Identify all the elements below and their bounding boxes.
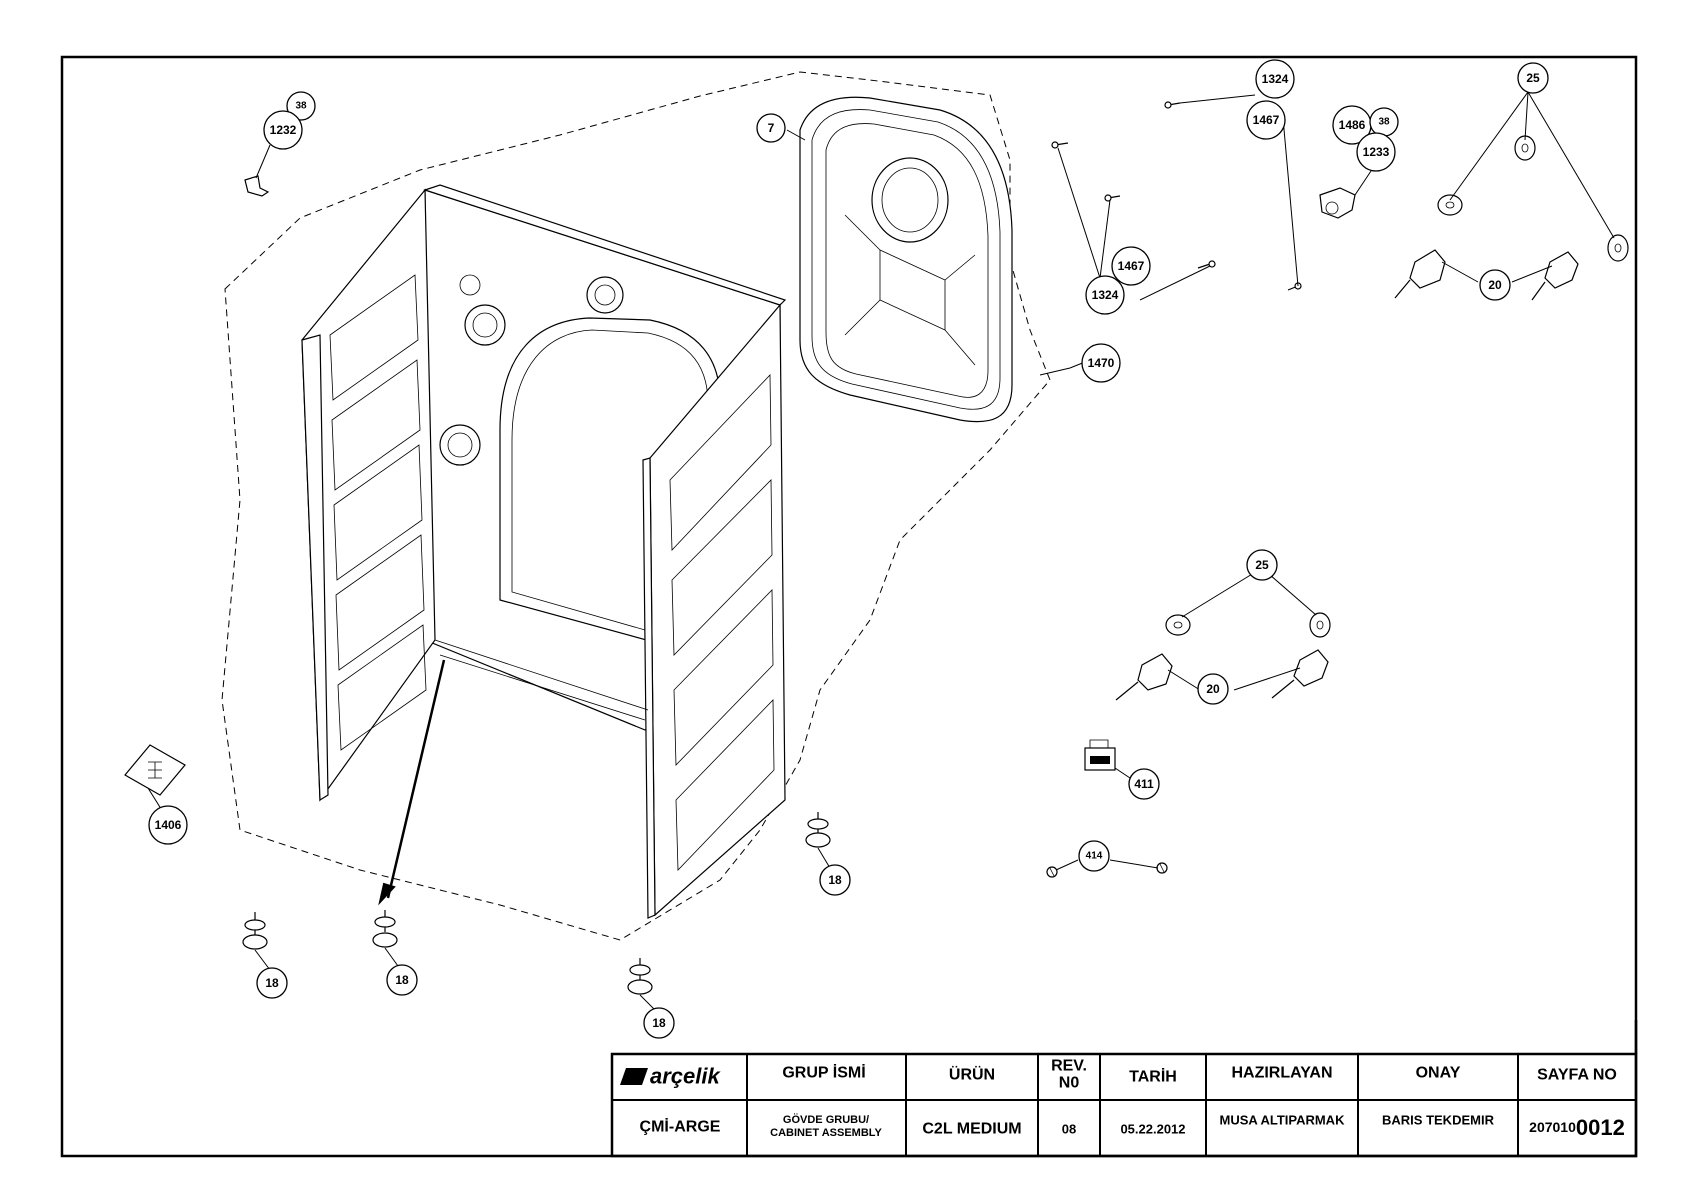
rev-value: 08 [1062,1122,1076,1137]
svg-text:38: 38 [1378,117,1390,128]
callout-411: 411 [1128,768,1160,800]
callout-18: 18 [643,1007,675,1039]
callout-1470: 1470 [1081,343,1121,383]
header-rev: REV. [1051,1058,1087,1075]
department: ÇMİ-ARGE [640,1118,721,1136]
svg-text:1233: 1233 [1363,145,1390,159]
callout-1232: 1232 [263,110,303,150]
svg-text:1324: 1324 [1262,72,1289,86]
callout-25: 25 [1246,549,1278,581]
assembly-arrowhead [378,882,396,906]
svg-text:1470: 1470 [1088,356,1115,370]
connector-411 [1084,739,1116,771]
leveling-feet-20-top [1394,249,1579,301]
callout-1324: 1324 [1255,59,1295,99]
callout-38: 38 [286,91,316,121]
approved-value: BARIS TEKDEMIR [1382,1113,1495,1128]
arcelik-logo: arçelik [620,1064,721,1089]
callout-414: 414 [1078,840,1110,872]
svg-text:18: 18 [828,873,842,887]
label-plate-1406 [124,744,186,796]
assembly-arrow [386,659,446,899]
svg-text:1324: 1324 [1092,288,1119,302]
callout-1324: 1324 [1085,275,1125,315]
svg-text:20: 20 [1206,682,1220,696]
header-page: SAYFA NO [1537,1067,1617,1084]
callout-7: 7 [756,113,786,143]
product-value: C2L MEDIUM [922,1121,1021,1138]
callout-38: 38 [1369,107,1399,137]
svg-text:18: 18 [652,1016,666,1030]
header-product: ÜRÜN [949,1065,995,1084]
clip-1233 [1319,187,1356,219]
callout-1467: 1467 [1246,100,1286,140]
svg-text:20: 20 [1488,278,1502,292]
svg-text:1467: 1467 [1253,113,1280,127]
svg-text:1406: 1406 [155,818,182,832]
header-approved: ONAY [1416,1065,1461,1082]
header-date: TARİH [1129,1068,1177,1086]
rear-cover-panel [799,96,1013,423]
svg-text:25: 25 [1526,71,1540,85]
callout-1233: 1233 [1356,132,1396,172]
group-name-line2: CABINET ASSEMBLY [770,1127,882,1139]
page-number-prefix: 207010 [1529,1119,1576,1135]
svg-text:1232: 1232 [270,123,297,137]
date-value: 05.22.2012 [1120,1122,1185,1137]
svg-text:18: 18 [395,973,409,987]
callout-18: 18 [819,864,851,896]
header-group: GRUP İSMİ [782,1064,865,1082]
leveling-feet-20-middle [1115,649,1329,701]
callout-18: 18 [256,967,288,999]
svg-text:1486: 1486 [1339,118,1366,132]
callout-20: 20 [1197,673,1229,705]
title-block [610,1020,1638,1158]
callout-1467: 1467 [1111,246,1151,286]
callout-25: 25 [1517,62,1549,94]
svg-text:411: 411 [1134,777,1154,791]
callout-1486: 1486 [1332,105,1372,145]
svg-text:25: 25 [1255,558,1269,572]
svg-text:7: 7 [768,121,775,135]
cabinet-body [301,184,787,919]
svg-text:18: 18 [265,976,279,990]
svg-text:1467: 1467 [1118,259,1145,273]
group-name-line1: GÖVDE GRUBU/ [783,1113,869,1126]
page-number: 2070100012 [1529,1115,1625,1140]
bumpers-25-middle [1165,612,1331,638]
screws-414 [1046,862,1168,878]
assembly-boundary [221,71,1051,941]
clip-1232 [244,175,270,197]
screws-1324-1467 [1051,101,1302,291]
page-number-suffix: 0012 [1576,1115,1625,1140]
svg-text:414: 414 [1086,851,1103,862]
logo-text: arçelik [650,1064,721,1089]
callout-18: 18 [386,964,418,996]
logo-mark-icon [620,1068,648,1085]
callout-1406: 1406 [148,805,188,845]
prepared-value: MUSA ALTIPARMAK [1220,1113,1346,1128]
header-rev-no: N0 [1059,1075,1080,1092]
callout-20: 20 [1479,269,1511,301]
bumpers-25-top [1437,135,1629,262]
feet-18 [242,812,831,995]
header-prepared: HAZIRLAYAN [1231,1065,1332,1082]
svg-text:38: 38 [295,101,307,112]
